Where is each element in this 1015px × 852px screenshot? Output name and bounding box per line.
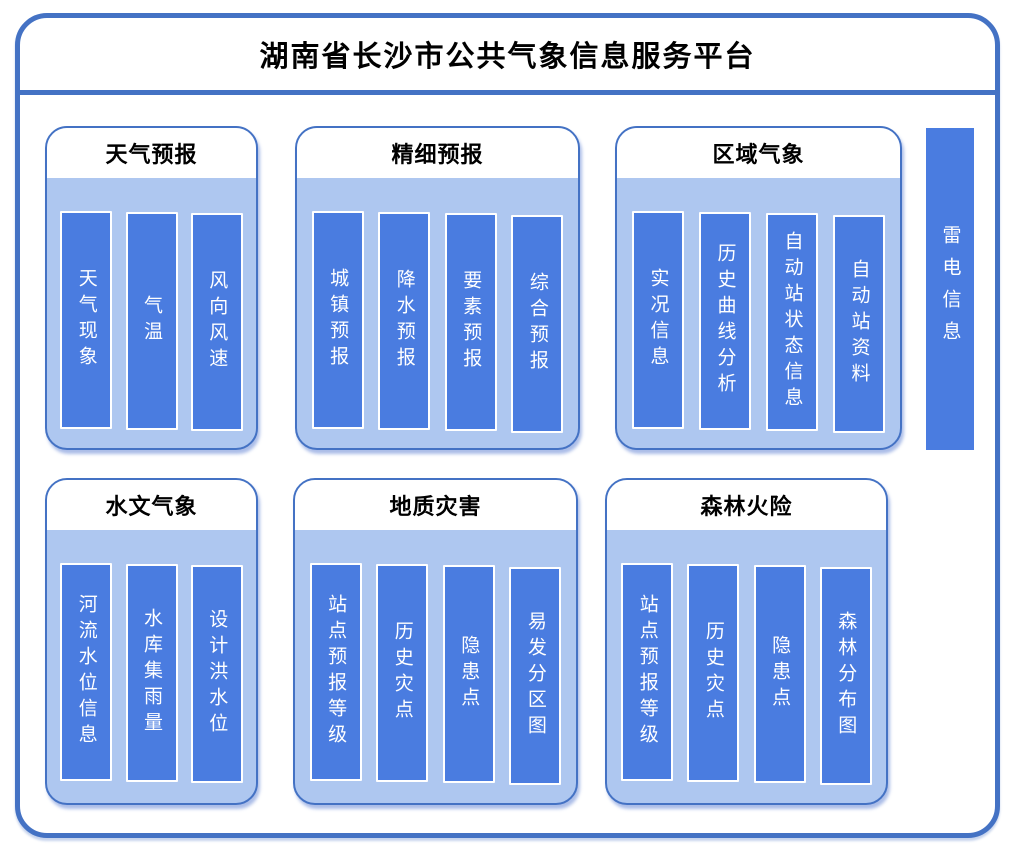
item-bar: 气温 xyxy=(125,212,178,430)
item-label: 站点预报等级 xyxy=(636,594,659,750)
panel-header: 水文气象 xyxy=(47,480,256,530)
item-label: 设计洪水位 xyxy=(206,609,229,739)
panel-weather-forecast: 天气预报 天气现象 气温 风向风速 xyxy=(45,126,258,450)
panel-items: 河流水位信息 水库集雨量 设计洪水位 xyxy=(47,563,256,783)
item-bar: 自动站状态信息 xyxy=(766,213,818,431)
item-bar: 降水预报 xyxy=(378,212,431,430)
panel-header: 精细预报 xyxy=(297,128,578,178)
panel-geological-disaster: 地质灾害 站点预报等级 历史灾点 隐患点 易发分区图 xyxy=(293,478,578,805)
item-label: 森林分布图 xyxy=(835,611,858,741)
page-title: 湖南省长沙市公共气象信息服务平台 xyxy=(259,39,756,73)
item-bar: 历史灾点 xyxy=(376,564,429,782)
item-label: 风向风速 xyxy=(206,270,229,374)
panel-title: 地质灾害 xyxy=(389,495,482,520)
item-label: 自动站状态信息 xyxy=(781,231,804,413)
panel-items: 城镇预报 降水预报 要素预报 综合预报 xyxy=(297,211,578,433)
item-label: 气温 xyxy=(141,295,163,347)
item-bar: 综合预报 xyxy=(511,215,564,433)
item-label: 水库集雨量 xyxy=(141,608,163,738)
item-bar: 河流水位信息 xyxy=(60,563,113,781)
item-bar: 站点预报等级 xyxy=(309,563,362,781)
item-bar: 历史曲线分析 xyxy=(699,212,751,430)
item-bar: 要素预报 xyxy=(444,213,497,431)
panel-hydrological-meteorology: 水文气象 河流水位信息 水库集雨量 设计洪水位 xyxy=(45,478,258,805)
item-label: 自动站资料 xyxy=(848,259,871,389)
panel-items: 站点预报等级 历史灾点 隐患点 森林分布图 xyxy=(607,563,886,785)
panel-title: 森林火险 xyxy=(700,495,793,520)
panel-forest-fire-risk: 森林火险 站点预报等级 历史灾点 隐患点 森林分布图 xyxy=(605,478,888,805)
item-bar: 风向风速 xyxy=(190,213,243,431)
item-label: 河流水位信息 xyxy=(75,594,98,750)
panel-title: 区域气象 xyxy=(712,143,805,168)
item-bar: 自动站资料 xyxy=(833,215,885,433)
panel-title: 天气预报 xyxy=(105,143,198,168)
item-label: 天气现象 xyxy=(75,268,98,372)
panel-title: 水文气象 xyxy=(105,495,198,520)
item-label: 历史灾点 xyxy=(391,621,414,725)
item-bar: 站点预报等级 xyxy=(621,563,674,781)
panel-title: 精细预报 xyxy=(391,143,484,168)
item-label: 历史灾点 xyxy=(702,621,725,725)
item-bar: 天气现象 xyxy=(60,211,113,429)
lightning-info-label: 雷电信息 xyxy=(939,225,962,353)
item-bar: 实况信息 xyxy=(632,211,684,429)
item-bar: 历史灾点 xyxy=(687,564,740,782)
panel-items: 站点预报等级 历史灾点 隐患点 易发分区图 xyxy=(295,563,576,785)
panel-header: 地质灾害 xyxy=(295,480,576,530)
panel-fine-forecast: 精细预报 城镇预报 降水预报 要素预报 综合预报 xyxy=(295,126,580,450)
lightning-info-bar: 雷电信息 xyxy=(926,128,974,450)
panel-regional-meteorology: 区域气象 实况信息 历史曲线分析 自动站状态信息 自动站资料 xyxy=(615,126,902,450)
item-label: 隐患点 xyxy=(769,635,792,713)
item-bar: 城镇预报 xyxy=(311,211,364,429)
panel-items: 天气现象 气温 风向风速 xyxy=(47,211,256,431)
item-label: 站点预报等级 xyxy=(325,594,348,750)
item-label: 降水预报 xyxy=(393,269,416,373)
item-label: 历史曲线分析 xyxy=(714,243,737,399)
panel-items: 实况信息 历史曲线分析 自动站状态信息 自动站资料 xyxy=(617,211,900,433)
item-bar: 隐患点 xyxy=(753,565,806,783)
item-label: 隐患点 xyxy=(458,635,481,713)
panel-header: 天气预报 xyxy=(47,128,256,178)
item-bar: 森林分布图 xyxy=(819,567,872,785)
frame-header: 湖南省长沙市公共气象信息服务平台 xyxy=(20,18,995,95)
item-bar: 易发分区图 xyxy=(509,567,562,785)
item-bar: 设计洪水位 xyxy=(190,565,243,783)
item-label: 易发分区图 xyxy=(524,611,547,741)
item-label: 综合预报 xyxy=(526,272,549,376)
item-label: 实况信息 xyxy=(647,268,670,372)
item-bar: 隐患点 xyxy=(442,565,495,783)
item-bar: 水库集雨量 xyxy=(125,564,178,782)
panel-header: 森林火险 xyxy=(607,480,886,530)
item-label: 城镇预报 xyxy=(327,268,350,372)
item-label: 要素预报 xyxy=(460,270,483,374)
panel-header: 区域气象 xyxy=(617,128,900,178)
